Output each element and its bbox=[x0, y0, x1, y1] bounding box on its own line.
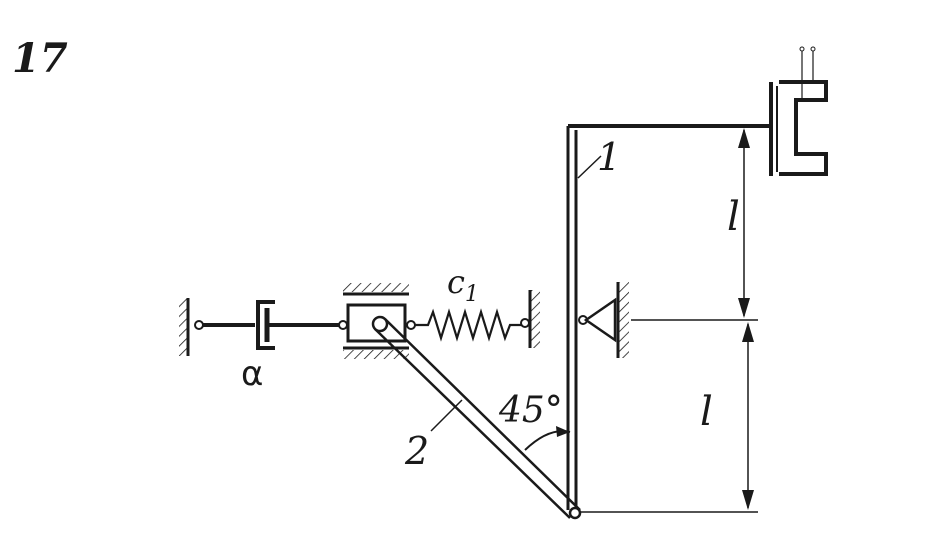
left-wall-support bbox=[179, 298, 190, 356]
left-hinge bbox=[194, 320, 204, 330]
slider-block bbox=[346, 303, 407, 343]
dimension-lines bbox=[580, 128, 758, 513]
rod-1 bbox=[566, 124, 770, 510]
bottom-joint bbox=[568, 506, 582, 520]
length-label-lower: l bbox=[700, 389, 713, 435]
rod-1-leader bbox=[577, 155, 602, 179]
rod-2-leader bbox=[430, 399, 463, 432]
spring-label: c1 bbox=[447, 263, 479, 307]
rod-1-label: 1 bbox=[597, 135, 621, 179]
rod-2 bbox=[374, 318, 581, 519]
length-label-upper: l bbox=[727, 194, 740, 240]
damper-label: α bbox=[241, 354, 263, 394]
rod-2-upper-hinge bbox=[371, 315, 389, 333]
angle-label: 45° bbox=[498, 390, 563, 431]
angle-arrow bbox=[556, 426, 570, 437]
slider-left-hinge bbox=[338, 320, 348, 330]
clamp-support bbox=[769, 46, 828, 176]
rod-2-label: 2 bbox=[404, 429, 429, 473]
spring-label-subscript: 1 bbox=[465, 282, 479, 307]
slider-guide-bottom bbox=[343, 346, 409, 359]
spring-right-hinge bbox=[520, 318, 530, 328]
spring-wall-support bbox=[528, 290, 540, 348]
slider-guide-top bbox=[343, 283, 409, 296]
pivot-support bbox=[583, 297, 617, 343]
spring bbox=[415, 308, 522, 342]
spring-left-hinge bbox=[406, 320, 416, 330]
figure-number: 17 bbox=[12, 35, 68, 82]
pivot-wall-support bbox=[616, 282, 629, 358]
